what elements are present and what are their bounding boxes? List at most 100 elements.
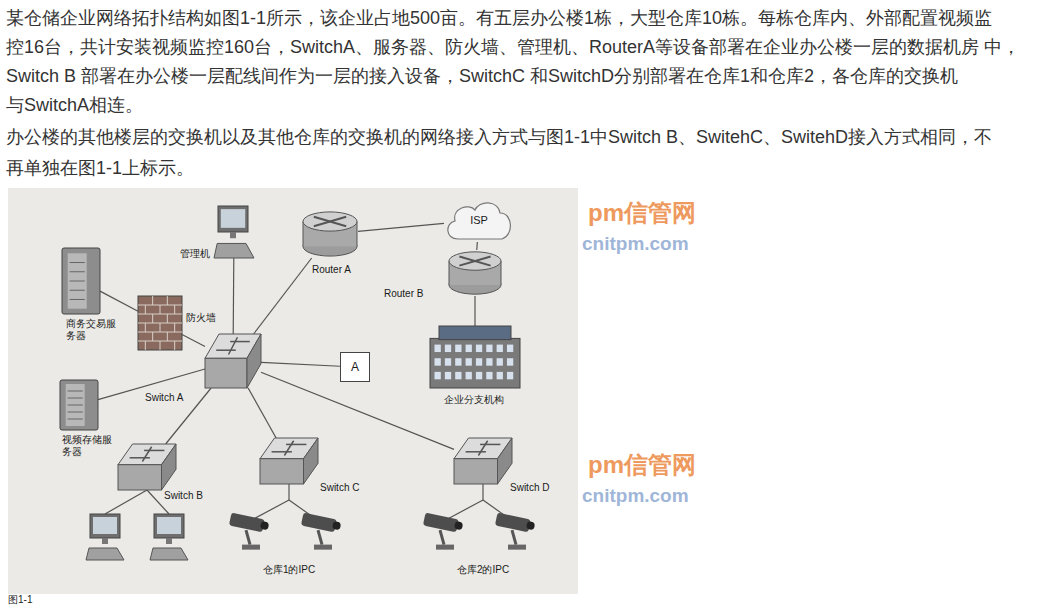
pc-keyboard	[150, 548, 188, 560]
pc-monitor	[90, 514, 120, 538]
building-window	[445, 345, 451, 352]
router-symbol	[302, 210, 358, 258]
pc-stand	[102, 538, 108, 544]
building-window	[497, 345, 503, 352]
intro-paragraph: 办公楼的其他楼层的交换机以及其他仓库的交换机的网络接入方式与图1-1中Switc…	[6, 122, 1058, 184]
node-label: Switch C	[320, 482, 359, 494]
network-link	[248, 388, 276, 438]
camera-icon	[495, 513, 536, 550]
switch-arrow	[480, 444, 500, 446]
router-top	[449, 252, 501, 270]
pc-icon	[86, 514, 124, 560]
camera-body	[423, 513, 459, 533]
network-link	[182, 334, 205, 346]
camera-symbol	[300, 514, 350, 550]
network-link	[261, 362, 340, 366]
router-arrow	[314, 217, 346, 227]
pc-stand	[166, 538, 172, 544]
node-label: Router A	[312, 264, 351, 276]
server-slot	[68, 412, 83, 413]
watermark: cnitpm.com	[582, 485, 689, 507]
building-window	[486, 358, 492, 365]
photo-ground	[8, 188, 578, 594]
access-switch: Switch C	[260, 438, 361, 496]
router-icon	[449, 252, 501, 294]
watermark: pm信管网	[588, 199, 696, 227]
node-label: Switch B	[164, 490, 203, 502]
network-link	[100, 291, 138, 311]
node-label: Switch D	[510, 482, 549, 494]
camera-mount	[440, 530, 444, 544]
camera-symbol	[422, 514, 472, 550]
building-top	[439, 326, 511, 340]
building-window	[507, 358, 513, 365]
building-window	[466, 358, 472, 365]
camera-icon	[301, 513, 342, 550]
node-label: 视频存储服务器	[62, 434, 114, 458]
building-window	[435, 345, 441, 352]
server-slot	[68, 405, 83, 406]
node-label: A	[351, 360, 359, 374]
building-window	[445, 372, 451, 379]
server-slot	[68, 419, 83, 420]
switch-arrow	[284, 441, 293, 456]
switch-arrow	[286, 444, 306, 446]
access-switch: Switch D	[454, 438, 551, 496]
switch-front	[260, 459, 304, 484]
building-window	[476, 358, 482, 365]
node-label: 防火墙	[186, 312, 216, 324]
pc-screen	[221, 209, 245, 228]
camera-body	[301, 513, 337, 533]
switch-arrow	[130, 457, 150, 459]
switch-arrow	[216, 349, 236, 351]
camera-mount	[512, 530, 516, 544]
switch-arrow	[229, 337, 238, 354]
node-label: 企业分支机构	[444, 394, 504, 406]
node-label: Switch A	[145, 392, 183, 404]
node-label: 商务交易服务器	[66, 318, 118, 342]
camera-body-group	[301, 513, 342, 534]
camera-base	[314, 545, 332, 550]
building-window	[455, 345, 461, 352]
server-slot	[70, 281, 85, 282]
network-link	[288, 484, 289, 500]
access-switch: Switch B	[118, 444, 205, 504]
camera-base	[508, 545, 526, 550]
node-label: 仓库1的IPC	[263, 564, 315, 576]
camera-symbol	[228, 514, 278, 550]
switch-symbol	[454, 438, 512, 484]
pc-symbol	[214, 206, 254, 258]
network-link	[254, 258, 312, 334]
building-window	[507, 345, 513, 352]
camera-lens	[260, 521, 269, 530]
router-side	[501, 261, 502, 285]
server-panel	[68, 253, 87, 308]
switch-arrow	[144, 450, 164, 452]
router-arrow	[314, 217, 346, 227]
switch-arrow	[272, 451, 292, 453]
server-icon	[60, 380, 98, 430]
router: Router B	[384, 250, 504, 302]
building-window	[476, 372, 482, 379]
core-switch: Switch A	[143, 334, 263, 406]
building-window	[497, 358, 503, 365]
camera-body	[495, 513, 531, 533]
switch-symbol	[260, 438, 318, 484]
building-window	[476, 345, 482, 352]
building-window	[486, 345, 492, 352]
camera-symbol	[494, 514, 544, 550]
camera-body	[229, 513, 265, 533]
node-label: Router B	[384, 288, 423, 300]
pc-icon	[150, 514, 188, 560]
building-window	[455, 358, 461, 365]
building-window	[507, 372, 513, 379]
switch-front	[454, 459, 498, 484]
firewall-bricks	[138, 296, 182, 350]
building-window	[455, 372, 461, 379]
server-symbol	[62, 248, 100, 314]
network-link	[474, 296, 475, 326]
router: Router A	[300, 210, 360, 278]
server: 视频存储服务器	[56, 380, 116, 460]
